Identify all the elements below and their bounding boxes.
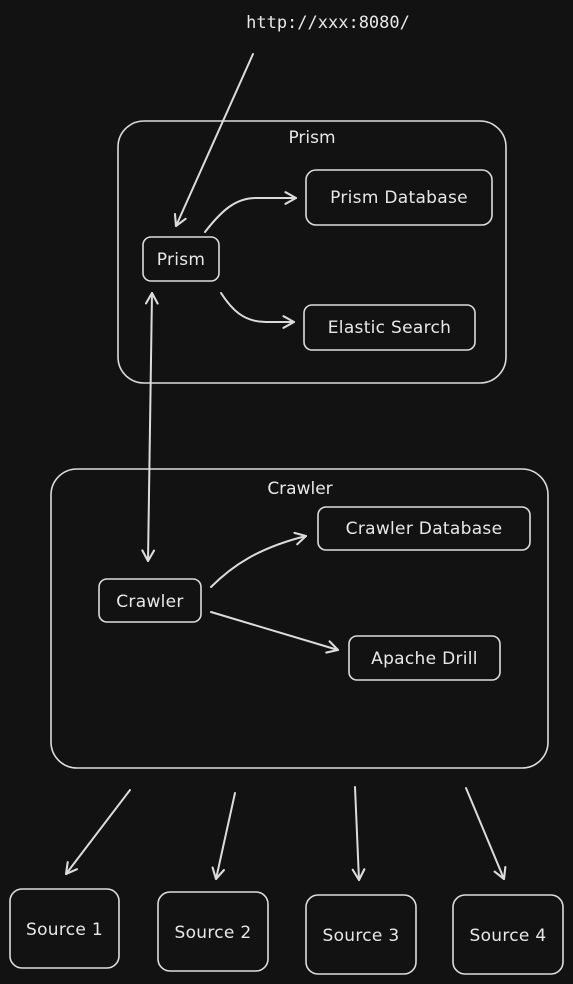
prism-database-node (305, 169, 493, 226)
source-1-node (9, 888, 120, 969)
elastic-search-node (303, 304, 476, 351)
crawler-group-title: Crawler (267, 479, 332, 499)
arrow-to-source-2 (211, 792, 236, 881)
arrow-to-source-1 (64, 789, 131, 876)
source-2-label: Source 2 (174, 923, 251, 943)
crawler-node-label: Crawler (116, 592, 183, 612)
arrow-to-source-3 (351, 786, 366, 882)
crawler-database-label: Crawler Database (346, 519, 503, 539)
source-4-label: Source 4 (469, 926, 546, 946)
source-2-node (157, 891, 269, 972)
url-label: http://xxx:8080/ (246, 13, 410, 33)
crawler-node (98, 578, 202, 623)
arrow-prism-to-elastic (220, 292, 296, 329)
prism-node-label: Prism (157, 250, 206, 270)
arrow-prism-to-database (204, 191, 298, 233)
prism-database-label: Prism Database (330, 188, 468, 208)
apache-drill-label: Apache Drill (371, 649, 478, 669)
crawler-database-node (317, 506, 531, 551)
source-4-node (452, 894, 564, 975)
arrow-crawler-to-drill (210, 611, 340, 654)
arrow-crawler-to-database (210, 531, 308, 588)
prism-node (142, 236, 220, 282)
prism-group-container (117, 120, 507, 384)
source-1-label: Source 1 (26, 920, 103, 940)
crawler-group-container (50, 468, 549, 769)
source-3-label: Source 3 (322, 926, 399, 946)
arrow-to-source-4 (465, 787, 507, 881)
arrow-prism-crawler-bidirectional (141, 291, 159, 563)
prism-group-title: Prism (288, 128, 335, 148)
arrow-url-to-prism (173, 53, 254, 228)
apache-drill-node (348, 635, 501, 681)
elastic-search-label: Elastic Search (328, 318, 451, 338)
source-3-node (305, 894, 417, 975)
